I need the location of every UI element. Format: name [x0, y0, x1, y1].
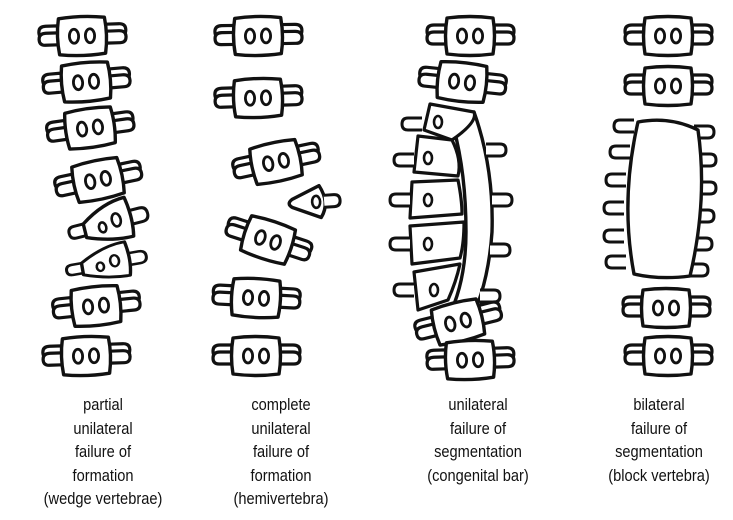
vertebra — [625, 337, 712, 376]
vertebra — [42, 335, 130, 377]
block-vertebra — [628, 120, 702, 277]
caption-hemivertebra: complete unilateral failure of formation… — [192, 393, 369, 511]
vertebra — [221, 208, 316, 272]
rib-stub — [604, 202, 624, 214]
caption-congenital-bar: unilateral failure of segmentation (cong… — [389, 393, 566, 487]
wedge-vertebra — [63, 238, 149, 286]
caption-line: segmentation — [389, 440, 566, 464]
caption-line: failure of — [389, 417, 566, 441]
vertebra — [45, 103, 137, 154]
rib-stub — [402, 118, 422, 130]
spine-column-wedge-vertebrae — [38, 15, 152, 377]
caption-line: formation — [192, 464, 369, 488]
vertebra — [623, 289, 710, 328]
caption-line: unilateral — [389, 393, 566, 417]
rib-stub — [394, 154, 414, 166]
vertebra — [41, 59, 131, 105]
spine-column-block-vertebra — [604, 17, 716, 376]
vertebra — [38, 15, 126, 57]
rib-stub — [606, 256, 626, 268]
caption-line: partial — [14, 393, 191, 417]
vertebra — [213, 337, 300, 376]
rib-stub — [390, 194, 410, 206]
caption-line: failure of — [192, 440, 369, 464]
vertebra — [52, 152, 145, 208]
caption-line: failure of — [570, 417, 733, 441]
caption-line: (congenital bar) — [389, 464, 566, 488]
rib-stub — [610, 146, 630, 158]
rib-stub — [614, 120, 634, 132]
rib-stub — [480, 290, 500, 302]
vertebra — [625, 17, 712, 56]
vertebra — [51, 282, 142, 330]
rib-stub — [486, 144, 506, 156]
rib-stub — [390, 238, 410, 250]
caption-line: formation — [14, 464, 191, 488]
vertebra — [215, 16, 303, 57]
caption-line: complete — [192, 393, 369, 417]
caption-line: failure of — [14, 440, 191, 464]
rib-stub — [394, 284, 414, 296]
rib-stub — [606, 174, 626, 186]
caption-line: (wedge vertebrae) — [14, 487, 191, 511]
vertebra — [427, 17, 514, 56]
rib-stub — [490, 244, 510, 256]
vertebra — [625, 67, 712, 106]
caption-line: unilateral — [14, 417, 191, 441]
spine-column-congenital-bar — [390, 17, 515, 381]
caption-line: segmentation — [570, 440, 733, 464]
caption-line: unilateral — [192, 417, 369, 441]
caption-line: bilateral — [570, 393, 733, 417]
rib-stub — [604, 230, 624, 242]
vertebra — [417, 58, 508, 106]
spine-column-hemivertebra — [212, 16, 341, 376]
vertebra — [214, 77, 302, 119]
vertebra — [230, 134, 323, 190]
caption-wedge-vertebrae: partial unilateral failure of formation … — [14, 393, 191, 511]
caption-block-vertebra: bilateral failure of segmentation (block… — [570, 393, 733, 487]
vertebra — [212, 276, 301, 319]
caption-line: (hemivertebra) — [192, 487, 369, 511]
caption-line: (block vertebra) — [570, 464, 733, 488]
rib-stub — [492, 194, 512, 206]
hemivertebra — [288, 184, 341, 219]
